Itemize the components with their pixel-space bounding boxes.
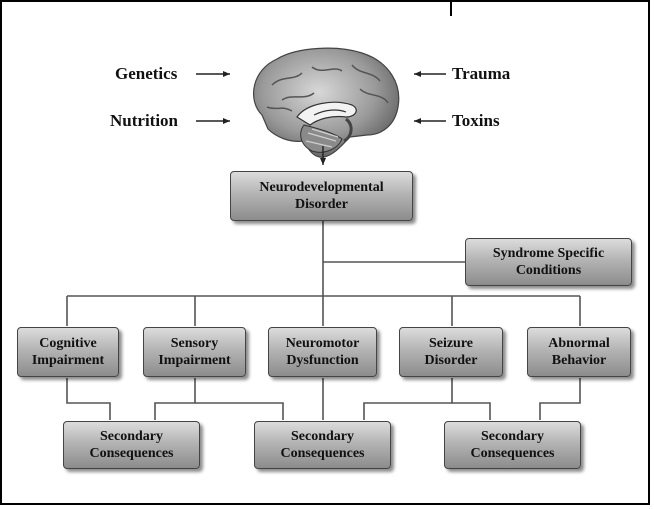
frame-divider-tick [450,0,452,16]
nutrition-label: Nutrition [110,111,178,130]
abnormal-behavior-box: Abnormal Behavior [527,327,631,377]
seizure-to-secondary-2 [363,378,453,420]
toxins-label: Toxins [452,111,500,130]
syndrome-specific-conditions-box: Syndrome Specific Conditions [465,238,632,286]
seizure-to-secondary-3 [452,402,491,420]
neuromotor-dysfunction-box: Neuromotor Dysfunction [268,327,377,377]
seizure-disorder-box: Seizure Disorder [399,327,503,377]
secondary-consequences-box-1: Secondary Consequences [63,421,200,469]
cognitive-to-secondary-1 [66,378,111,420]
secondary-consequences-box-2: Secondary Consequences [254,421,391,469]
brain-image [253,47,400,158]
neurodevelopmental-disorder-box: Neurodevelopmental Disorder [230,171,413,221]
cognitive-impairment-box: Cognitive Impairment [17,327,119,377]
sensory-to-secondary-2b [195,402,284,420]
trauma-label: Trauma [452,64,511,83]
genetics-label: Genetics [115,64,178,83]
secondary-consequences-box-3: Secondary Consequences [444,421,581,469]
sensory-impairment-box: Sensory Impairment [143,327,246,377]
sensory-to-secondary-1 [154,378,196,420]
behavior-to-secondary-3 [539,378,581,420]
